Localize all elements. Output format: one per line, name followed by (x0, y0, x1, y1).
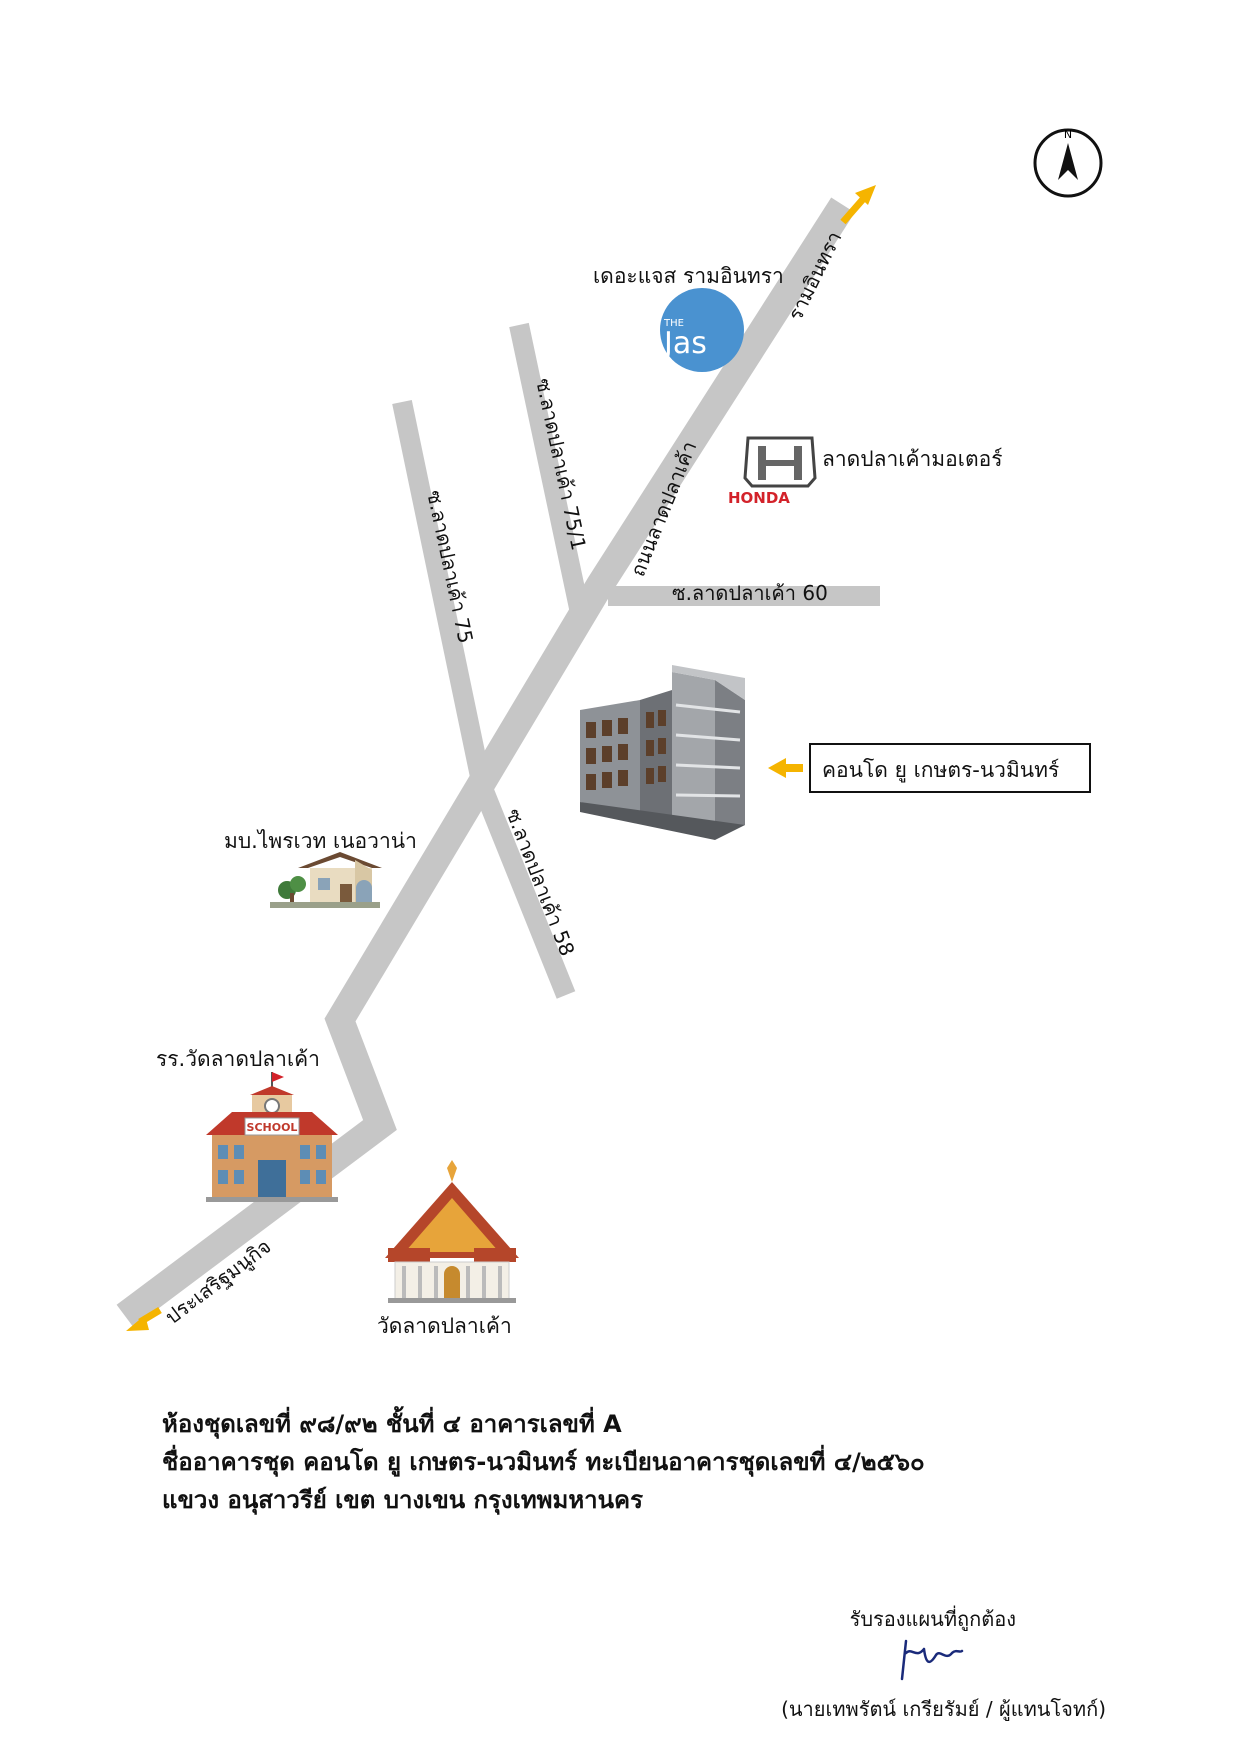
road-soi-75-1 (509, 322, 592, 625)
certification-title: รับรองแผนที่ถูกต้อง (849, 1607, 1016, 1631)
certification-block: รับรองแผนที่ถูกต้อง (นายเทพรัตน์ เกรียรั… (781, 1603, 1106, 1725)
the-jas-logo-big: Jas (662, 326, 707, 361)
condo-callout-box (809, 743, 1091, 793)
compass-north-label: N (1064, 128, 1072, 141)
the-jas-logo-small: THE (663, 318, 684, 329)
temple-icon (385, 1160, 519, 1303)
road-soi-75 (392, 399, 492, 789)
the-jas-logo-icon: THE Jas (660, 288, 744, 372)
school-icon: SCHOOL (206, 1072, 338, 1202)
signature-area (781, 1635, 1106, 1693)
address-block: ห้องชุดเลขที่ ๙๘/๙๒ ชั้นที่ ๔ อาคารเลขที… (162, 1405, 1122, 1519)
label-school: รร.วัดลาดปลาเค้า (156, 1047, 320, 1071)
address-line-1: ห้องชุดเลขที่ ๙๘/๙๒ ชั้นที่ ๔ อาคารเลขที… (162, 1410, 622, 1438)
direction-arrow-southwest (126, 1306, 162, 1331)
label-condo: คอนโด ยู เกษตร-นวมินทร์ (822, 758, 1059, 783)
label-village: มบ.ไพรเวท เนอวาน่า (224, 829, 417, 853)
certification-signer: (นายเทพรัตน์ เกรียรัมย์ / ผู้แทนโจทก์) (781, 1697, 1106, 1721)
signature-icon (900, 1639, 964, 1681)
road-soi-58 (472, 782, 576, 999)
honda-logo-icon: HONDA (728, 436, 817, 507)
condo-building-icon (580, 665, 745, 840)
label-soi-60: ซ.ลาดปลาเค้า 60 (672, 581, 828, 605)
label-the-jas: เดอะแจส รามอินทรา (593, 264, 784, 288)
label-temple: วัดลาดปลาเค้า (377, 1314, 512, 1338)
house-icon (270, 852, 382, 908)
address-line-3: แขวง อนุสาวรีย์ เขต บางเขน กรุงเทพมหานคร (162, 1486, 643, 1514)
condo-pointer-arrow (768, 758, 803, 778)
label-honda-dealer: ลาดปลาเค้ามอเตอร์ (822, 447, 1002, 471)
direction-arrow-north (840, 185, 876, 225)
address-line-2: ชื่ออาคารชุด คอนโด ยู เกษตร-นวมินทร์ ทะเ… (162, 1448, 925, 1476)
honda-logo-text: HONDA (728, 489, 790, 507)
compass-icon: N (1033, 128, 1103, 198)
school-sign-text: SCHOOL (247, 1121, 298, 1134)
